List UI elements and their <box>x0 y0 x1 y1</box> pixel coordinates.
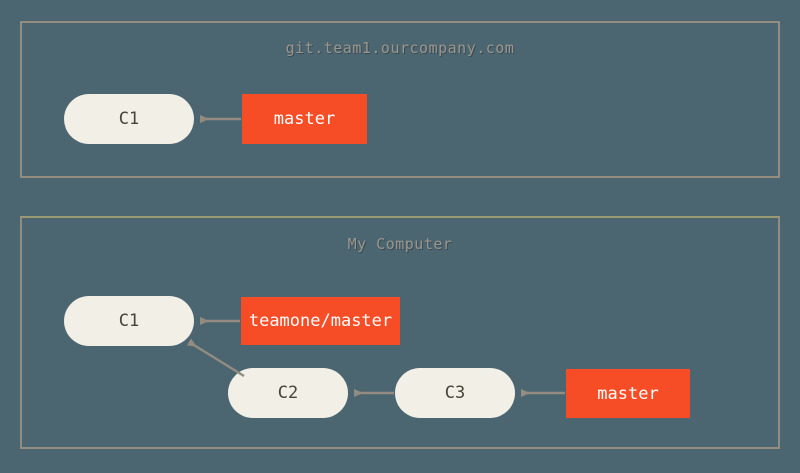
commit-label: C2 <box>277 383 299 403</box>
remote-repository-panel: git.team1.ourcompany.com <box>20 21 780 178</box>
commit-label: C1 <box>118 109 140 129</box>
local-repository-panel: My Computer <box>20 216 780 449</box>
branch-label-text: master <box>597 383 659 404</box>
branch-label-master-local: master <box>566 369 690 418</box>
branch-label-teamone-master: teamone/master <box>241 297 400 345</box>
commit-label: C1 <box>118 311 140 331</box>
local-panel-title: My Computer <box>347 235 453 253</box>
branch-label-master-remote: master <box>242 94 367 144</box>
commit-node-c2-local: C2 <box>228 368 348 418</box>
commit-node-c1-remote: C1 <box>64 94 194 144</box>
branch-label-text: master <box>273 109 336 129</box>
branch-label-text: teamone/master <box>248 311 393 331</box>
commit-node-c3-local: C3 <box>395 368 515 418</box>
commit-node-c1-local: C1 <box>64 296 194 346</box>
remote-panel-title: git.team1.ourcompany.com <box>285 39 515 57</box>
commit-label: C3 <box>444 383 466 403</box>
